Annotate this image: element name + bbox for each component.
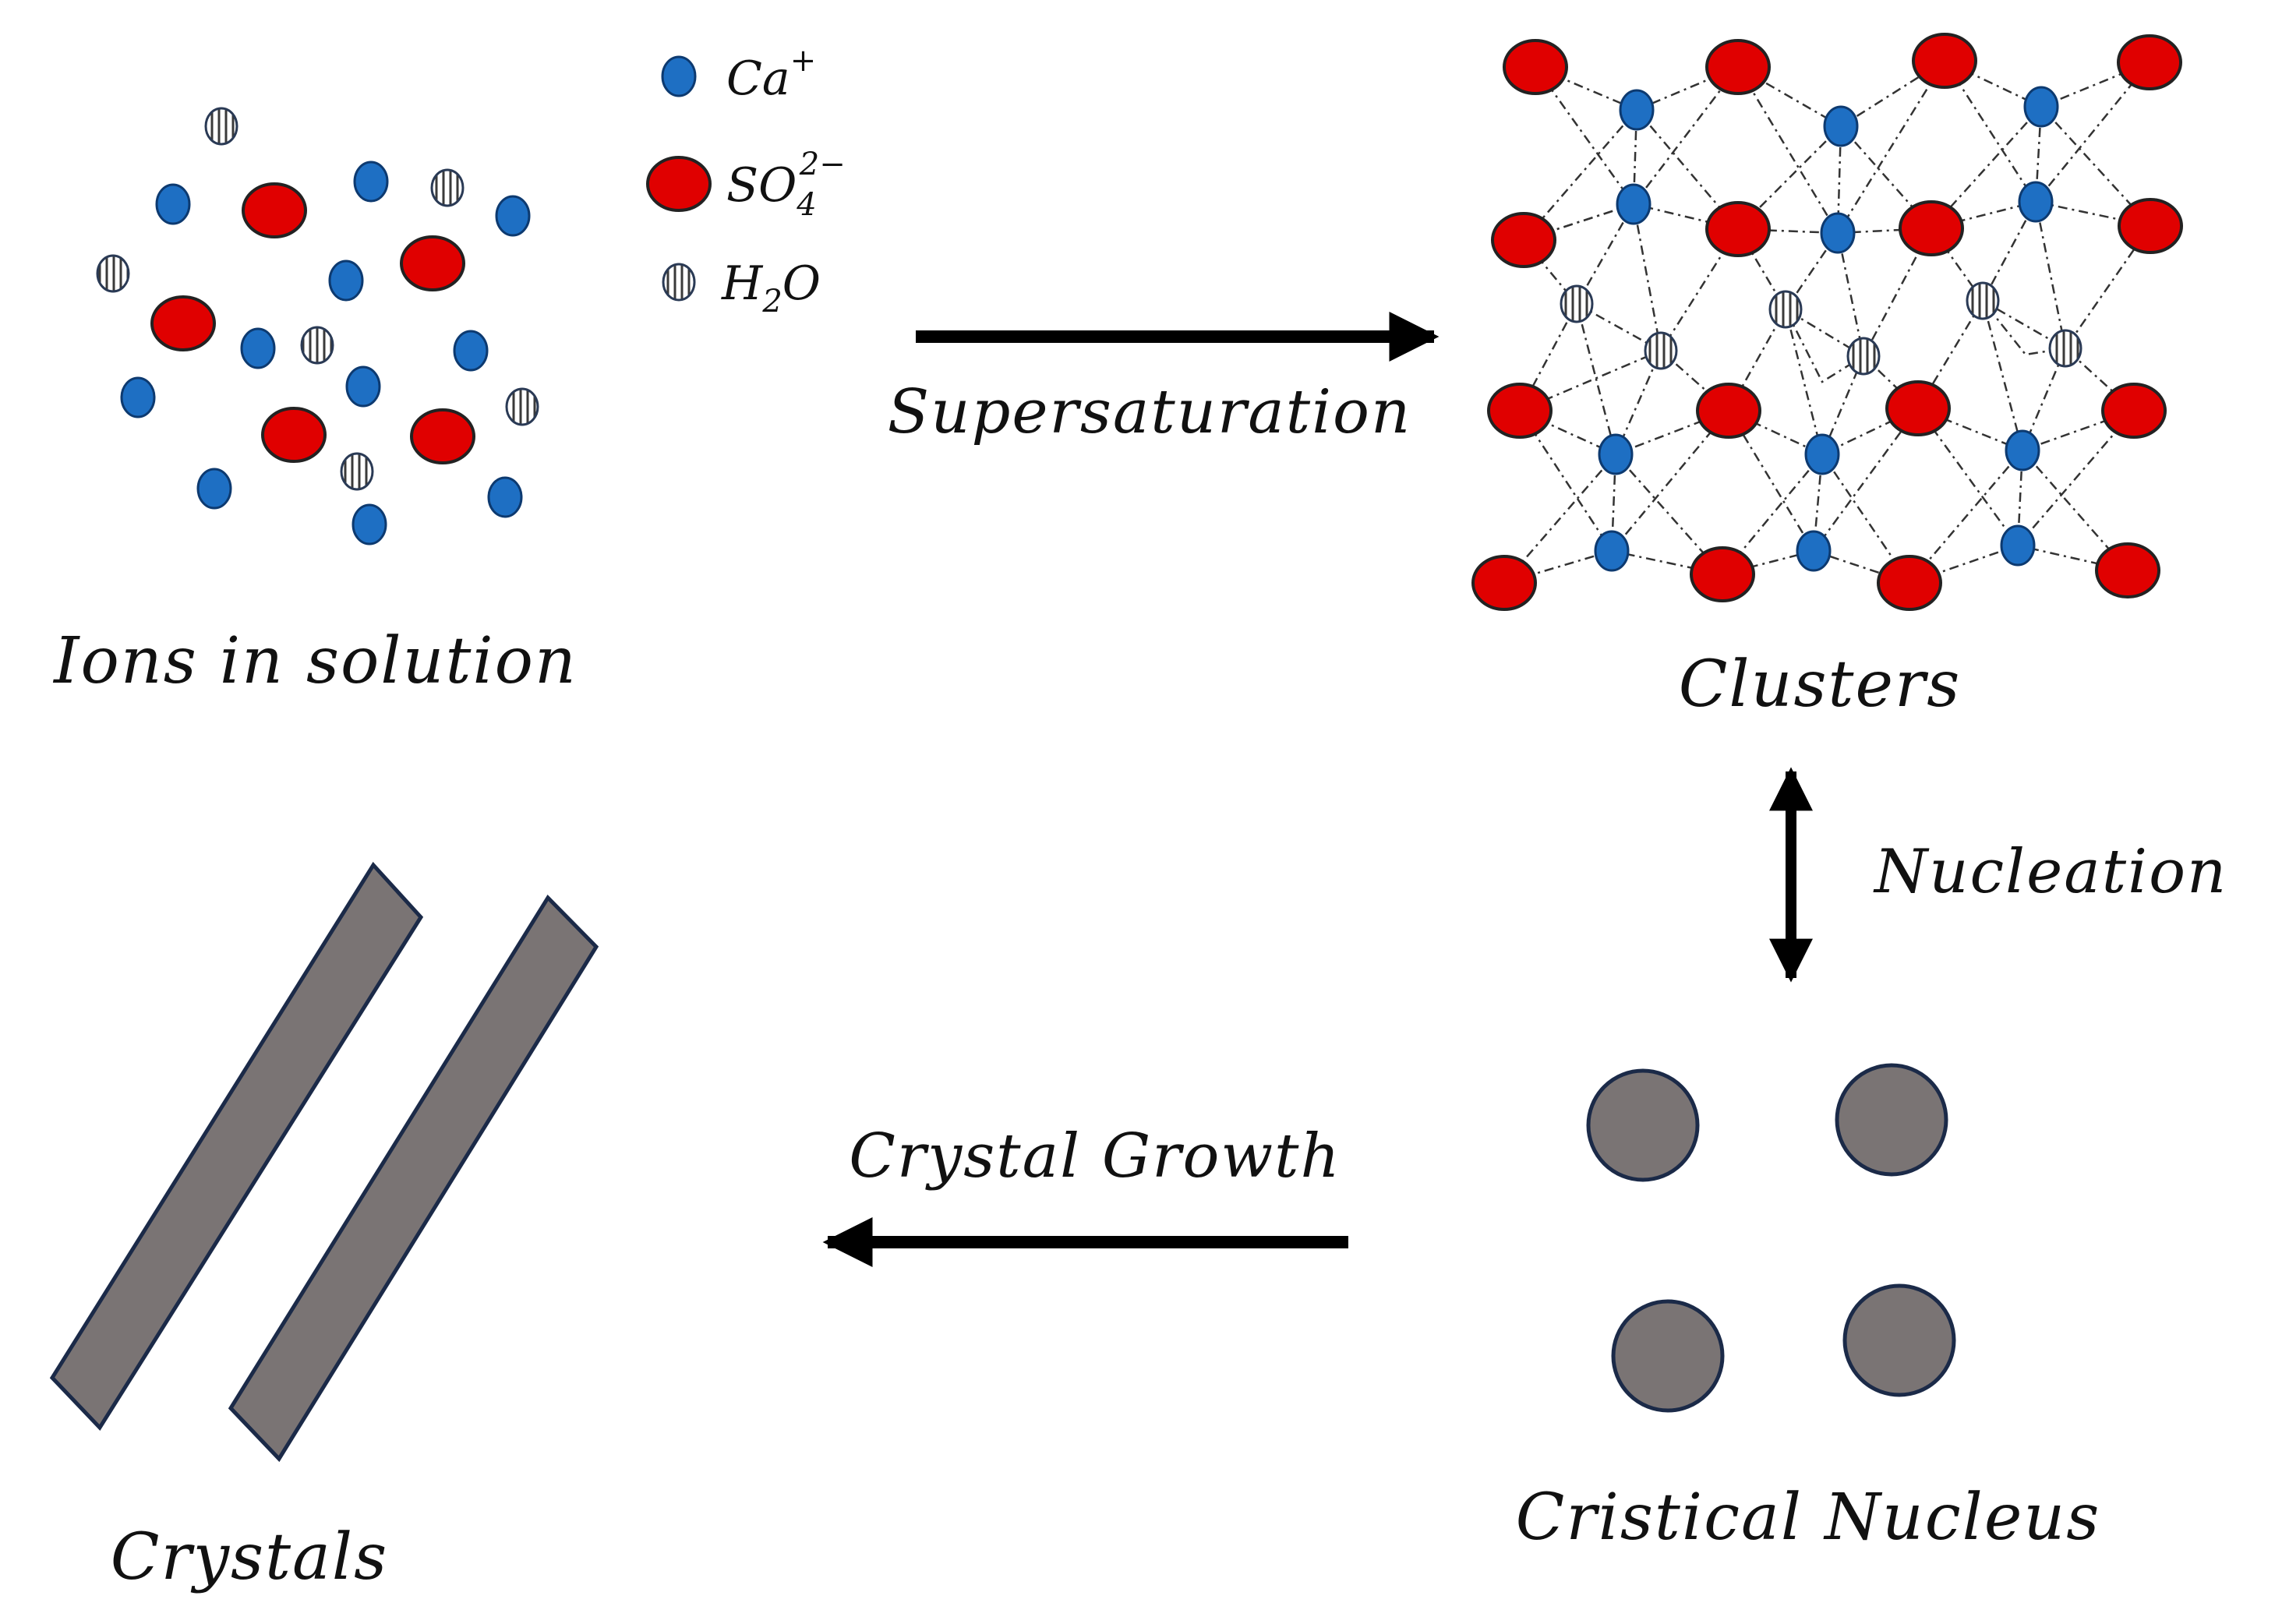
calcium-ion — [328, 259, 364, 302]
cluster-calcium-ions — [1594, 86, 2059, 572]
water-molecule — [96, 254, 130, 293]
cluster-calcium-ion — [1616, 183, 1651, 225]
calcium-ion — [353, 161, 389, 203]
cluster-sulfate-ion — [1491, 212, 1556, 268]
cluster-calcium-ion — [2005, 429, 2040, 471]
cluster-sulfate-ion — [1705, 39, 1771, 95]
sulfate-ion — [242, 182, 307, 238]
cluster-calcium-ion — [1804, 433, 1840, 475]
cluster-sulfate-ions — [1471, 33, 2183, 611]
cluster-calcium-ion — [1823, 105, 1859, 147]
legend-sulfate-label: SO42− — [726, 147, 846, 223]
cluster-sulfate-ion — [1877, 555, 1942, 611]
water-molecule — [430, 168, 465, 207]
cluster-calcium-ion — [2018, 181, 2054, 223]
calcium-ion — [345, 365, 381, 408]
cluster-sulfate-ion — [1690, 546, 1755, 602]
nucleus-particle — [1611, 1299, 1725, 1413]
cluster-sulfate-ion — [2101, 383, 2167, 439]
cluster-sulfate-ion — [1912, 33, 1977, 89]
ions-in-solution-label: Ions in solution — [52, 624, 578, 698]
calcium-ion — [120, 376, 156, 418]
cluster-water-molecule — [1644, 331, 1678, 370]
cluster-water-molecule — [2048, 329, 2082, 368]
calcium-ion — [240, 327, 276, 369]
water-molecule — [340, 452, 374, 491]
cluster-calcium-ion — [2000, 524, 2036, 567]
calcium-ions — [120, 161, 531, 545]
nucleus-particle — [1586, 1068, 1700, 1182]
cluster-calcium-ion — [1796, 530, 1832, 572]
supersaturation-process: Supersaturation — [888, 312, 1440, 447]
calcium-ion — [196, 468, 232, 510]
clusters-label: Clusters — [1679, 648, 1962, 722]
legend-calcium-swatch — [661, 55, 697, 97]
cluster-water-molecules — [1560, 281, 2082, 376]
critical-nucleus-group: Cristical Nucleus — [1516, 1063, 2101, 1555]
water-molecule — [505, 387, 539, 426]
cluster-sulfate-ion — [1471, 555, 1537, 611]
crystals-label: Crystals — [111, 1520, 389, 1594]
cluster-sulfate-ion — [1899, 200, 1964, 256]
cluster-water-molecule — [1966, 281, 2000, 320]
crystal-growth-process: Crystal Growth — [822, 1121, 1348, 1267]
water-molecules — [96, 107, 539, 491]
cluster-water-molecule — [1560, 284, 1594, 323]
nucleation-label: Nucleation — [1873, 837, 2227, 907]
supersaturation-label: Supersaturation — [888, 377, 1411, 447]
calcium-ion — [351, 503, 387, 545]
cluster-sulfate-ion — [1696, 383, 1761, 439]
sulfate-ion — [400, 235, 465, 291]
legend-water-label: H2O — [721, 256, 821, 320]
cluster-sulfate-ion — [2117, 34, 2182, 90]
cluster-sulfate-ion — [2118, 198, 2183, 254]
cluster-sulfate-ion — [1705, 201, 1771, 257]
nucleus-particle — [1842, 1283, 1956, 1397]
crystal-bar — [49, 861, 424, 1432]
cluster-sulfate-ion — [1885, 380, 1951, 436]
cluster-calcium-ion — [1820, 212, 1856, 254]
nucleus-particle — [1835, 1063, 1948, 1177]
calcium-ion — [487, 476, 523, 518]
cluster-calcium-ion — [1594, 530, 1630, 572]
cluster-calcium-ion — [1598, 433, 1634, 475]
clusters-group: Clusters — [1471, 33, 2183, 722]
legend-calcium-label: Ca+ — [726, 43, 816, 106]
legend-sulfate-swatch — [646, 156, 712, 212]
legend: Ca+ SO42− H2O — [646, 43, 846, 320]
calcium-ion — [495, 195, 531, 237]
ions-in-solution-group: Ions in solution — [52, 107, 578, 698]
critical-nucleus-label: Cristical Nucleus — [1516, 1481, 2101, 1555]
cluster-sulfate-ion — [2095, 542, 2160, 598]
water-molecule — [300, 326, 334, 365]
water-molecule — [204, 107, 238, 146]
sulfate-ions — [150, 182, 475, 464]
calcium-ion — [453, 330, 489, 372]
sulfate-ion — [261, 407, 327, 463]
crystals-group: Crystals — [49, 861, 599, 1594]
sulfate-ion — [150, 295, 216, 351]
sulfate-ion — [410, 408, 475, 464]
cluster-calcium-ion — [1619, 89, 1655, 131]
calcium-ion — [155, 183, 191, 225]
cluster-water-molecule — [1768, 290, 1803, 329]
nucleation-process: Nucleation — [1769, 767, 2227, 983]
cluster-water-molecule — [1846, 337, 1881, 376]
cluster-sulfate-ion — [1503, 39, 1568, 95]
crystal-growth-label: Crystal Growth — [849, 1121, 1341, 1192]
crystal-bar — [228, 894, 599, 1463]
cluster-sulfate-ion — [1487, 383, 1553, 439]
cluster-calcium-ion — [2023, 86, 2059, 128]
legend-water-swatch — [662, 263, 696, 302]
